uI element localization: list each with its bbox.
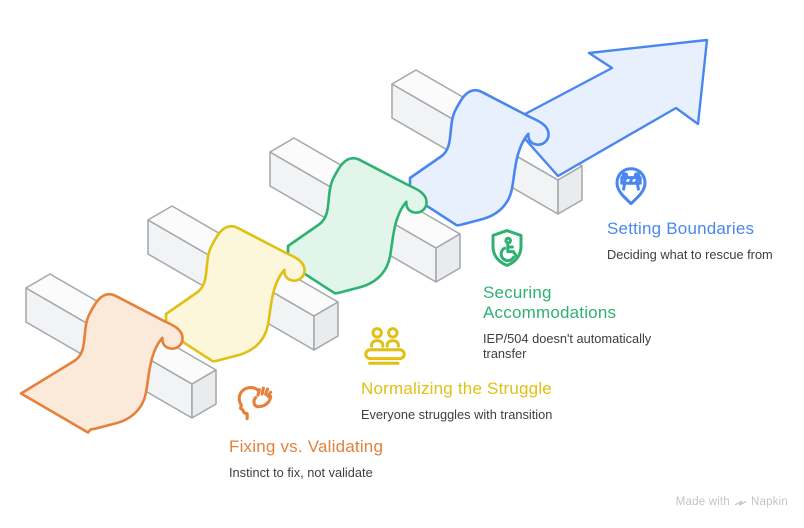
- step-securing-accommodations: Securing Accommodations IEP/504 doesn't …: [483, 225, 683, 361]
- ribbon: [286, 156, 428, 295]
- ribbon: [408, 88, 550, 227]
- flow-arrow: [508, 38, 709, 178]
- napkin-logo-icon: [734, 500, 747, 506]
- step-subtitle: Instinct to fix, not validate: [229, 465, 373, 480]
- step-normalizing-the-struggle: Normalizing the Struggle Everyone strugg…: [361, 321, 552, 423]
- step-subtitle: Everyone struggles with transition: [361, 407, 553, 422]
- accessibility-shield-icon: [491, 229, 523, 267]
- made-with-napkin-credit: Made with Napkin: [676, 496, 788, 508]
- step-title: Fixing vs. Validating: [229, 437, 384, 456]
- made-with-label: Made with: [675, 496, 730, 508]
- brand-label: Napkin: [751, 496, 788, 508]
- head-with-hand-icon: [237, 386, 273, 421]
- hurdle-end-cap: [313, 301, 339, 351]
- ribbon: [19, 292, 184, 434]
- ribbon: [164, 224, 306, 363]
- step-title: Normalizing the Struggle: [361, 379, 552, 398]
- ribbon-segment: [19, 292, 184, 434]
- hurdle-end-cap: [557, 165, 583, 215]
- people-over-book-icon: [364, 327, 406, 365]
- step-title: Setting Boundaries: [607, 219, 755, 238]
- step-fixing-vs-validating: Fixing vs. Validating Instinct to fix, n…: [229, 377, 383, 481]
- ribbon-segment: [164, 224, 306, 363]
- hurdle-end-cap: [191, 369, 217, 419]
- step-setting-boundaries: Setting Boundaries Deciding what to resc…: [607, 161, 773, 263]
- ribbon-segment: [408, 88, 550, 227]
- step-title: Securing Accommodations: [483, 283, 617, 322]
- barrier-pin-icon: [615, 167, 647, 206]
- ribbon-segment: [286, 156, 428, 295]
- hurdle-end-cap: [435, 233, 461, 283]
- step-subtitle: IEP/504 doesn't automatically transfer: [483, 331, 652, 361]
- step-subtitle: Deciding what to rescue from: [607, 247, 773, 262]
